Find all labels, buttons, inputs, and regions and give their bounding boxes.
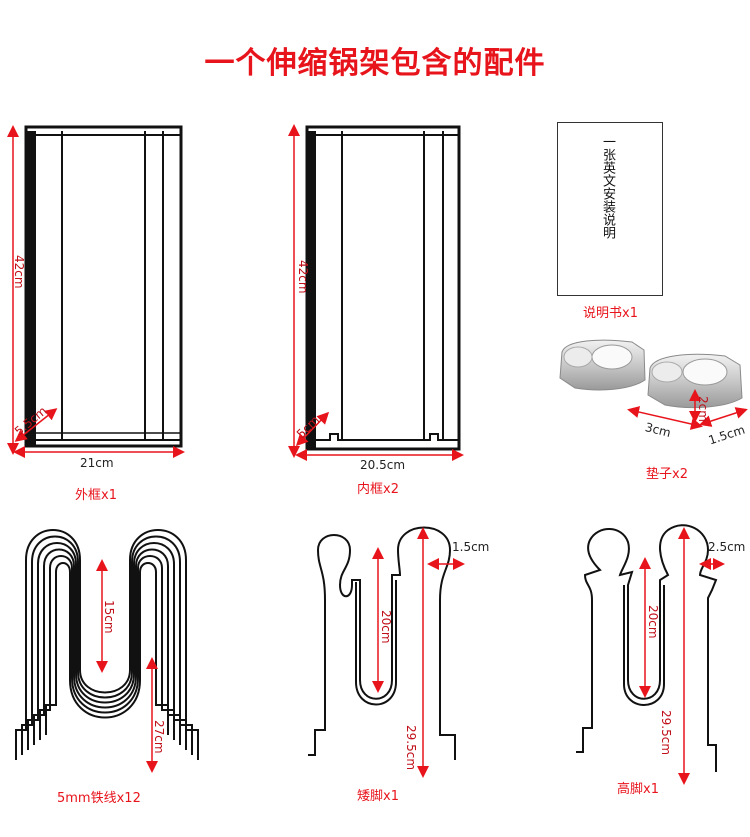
pad-caption: 垫子x2	[646, 467, 688, 482]
wire-caption: 5mm铁线x12	[57, 791, 141, 806]
short-leg-drawing	[308, 526, 456, 760]
tall-leg-dimension-lines	[639, 527, 725, 785]
pad-dimension-lines	[627, 389, 748, 430]
pad-height-label: 2cm	[696, 396, 710, 422]
short-leg-caption: 矮脚x1	[357, 789, 399, 804]
manual-card	[557, 122, 663, 296]
pad-drawing	[559, 339, 743, 409]
short-leg-inner-height-label: 20cm	[379, 610, 393, 644]
inner-frame-dimension-lines	[288, 124, 464, 461]
inner-frame-drawing	[305, 125, 461, 451]
tall-leg-top-width-label: 2.5cm	[708, 540, 746, 554]
outer-frame-height-label: 42cm	[12, 255, 26, 289]
short-leg-total-height-label: 29.5cm	[404, 725, 418, 771]
tall-leg-caption: 高脚x1	[617, 782, 659, 797]
wire-inner-height-label: 15cm	[102, 600, 116, 634]
wire-bundle-drawing	[15, 529, 199, 760]
tall-leg-total-height-label: 29.5cm	[659, 710, 673, 756]
inner-frame-caption: 内框x2	[357, 482, 399, 497]
outer-frame-drawing	[24, 125, 183, 448]
outer-frame-caption: 外框x1	[75, 488, 117, 503]
tall-leg-drawing	[576, 524, 718, 772]
inner-frame-height-label: 42cm	[296, 260, 310, 294]
outer-frame-dimension-lines	[7, 125, 185, 458]
short-leg-top-width-label: 1.5cm	[452, 540, 490, 554]
manual-caption: 说明书x1	[583, 306, 638, 321]
manual-text: 一张英文安装说明	[600, 135, 615, 239]
tall-leg-inner-height-label: 20cm	[646, 605, 660, 639]
wire-dimension-lines	[96, 559, 158, 773]
page-title: 一个伸缩锅架包含的配件	[204, 46, 546, 81]
outer-frame-width-label: 21cm	[80, 456, 114, 470]
wire-outer-height-label: 27cm	[152, 720, 166, 754]
short-leg-dimension-lines	[372, 527, 465, 778]
inner-frame-width-label: 20.5cm	[360, 458, 406, 472]
